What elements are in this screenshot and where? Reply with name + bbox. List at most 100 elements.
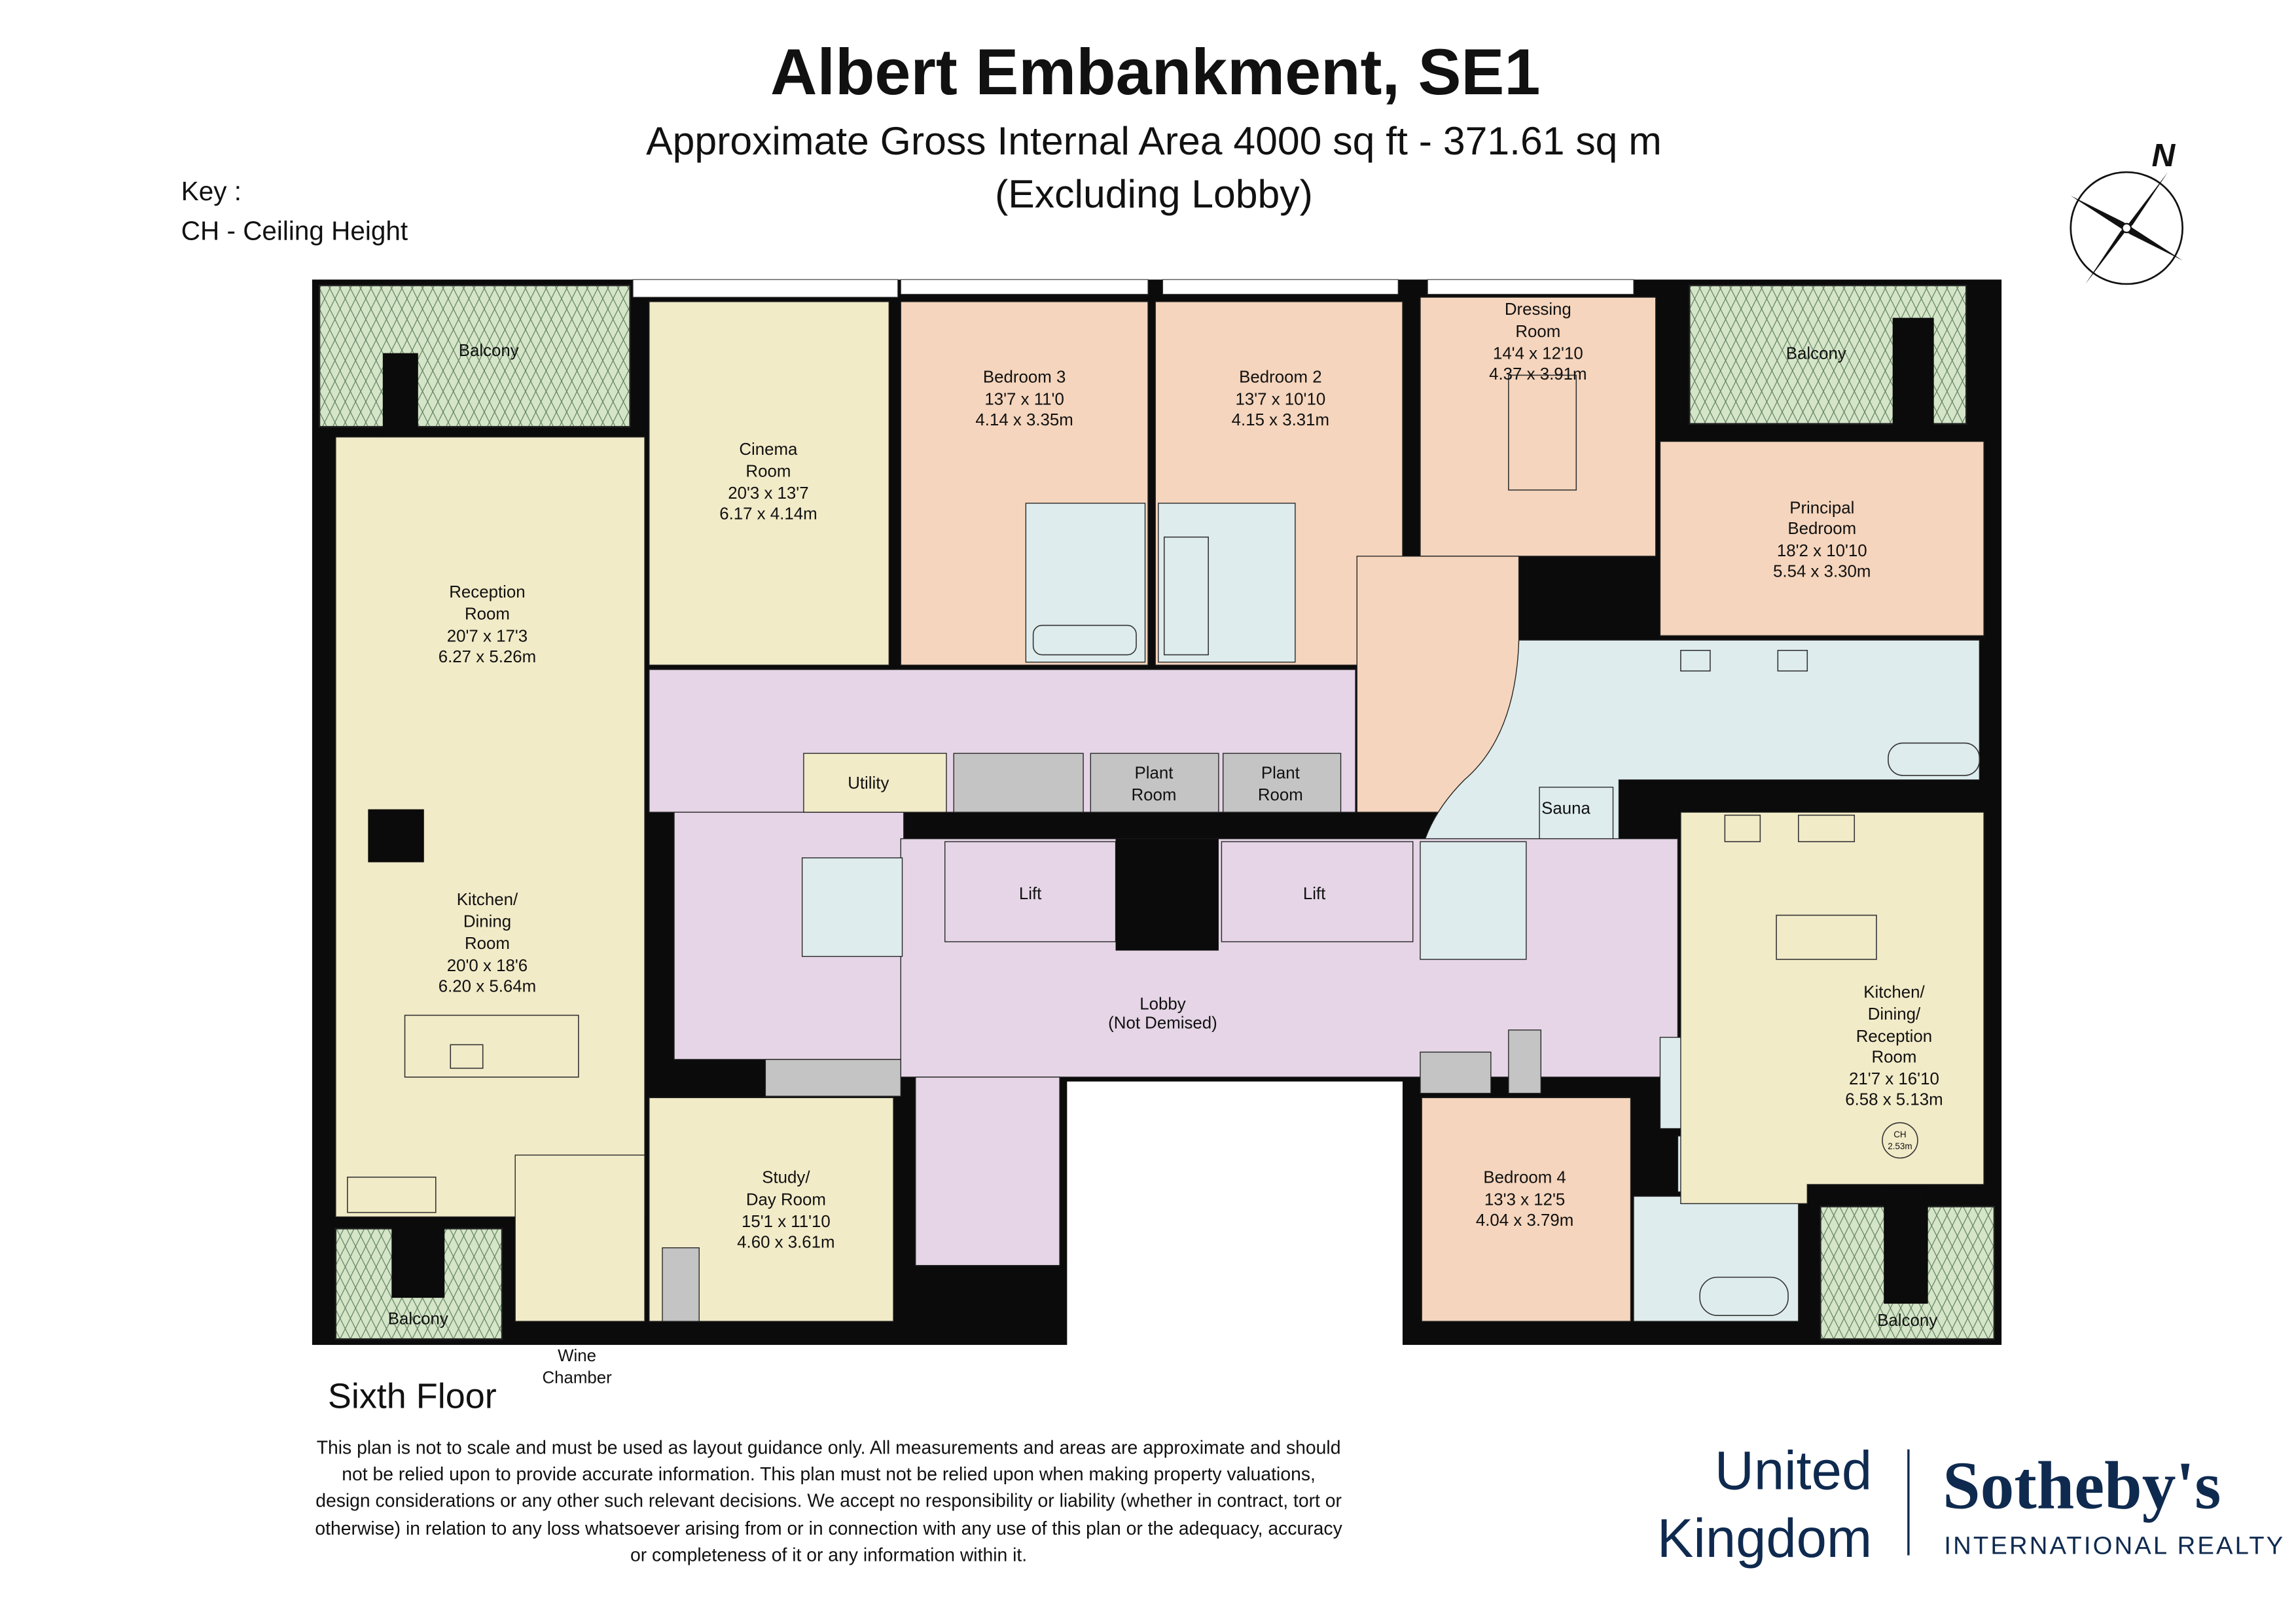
bedroom-4-metric: 4.04 x 3.79m xyxy=(1476,1211,1573,1230)
plant-room-1 xyxy=(1090,753,1219,813)
reception-room-imperial: 20'7 x 17'3 xyxy=(447,627,528,645)
balcony-top-right-label: Balcony xyxy=(1786,345,1846,363)
compass-rose-icon xyxy=(2070,171,2183,285)
store-cupboard-2 xyxy=(1420,1051,1492,1094)
kitchen-left-metric: 6.20 x 5.64m xyxy=(439,977,536,995)
bedroom-2-ensuite xyxy=(1158,503,1296,663)
cinema-room-metric: 6.17 x 4.14m xyxy=(719,505,817,524)
lift-1-label: Lift xyxy=(1019,885,1041,903)
ceiling-height-value: 2.53m xyxy=(1888,1141,1912,1151)
wine-chamber-label: Wine xyxy=(558,1347,596,1365)
kitchen-dining-reception-right xyxy=(1680,812,1984,1204)
store-cupboard-3 xyxy=(1508,1029,1542,1094)
kitchen-left-name-3: Room xyxy=(465,935,510,953)
storage-cupboard xyxy=(953,753,1084,813)
reception-room-metric: 6.27 x 5.26m xyxy=(439,648,536,666)
kitchen-right-name-3: Reception xyxy=(1856,1027,1932,1046)
principal-bedroom-metric: 5.54 x 3.30m xyxy=(1773,562,1871,580)
sauna-label: Sauna xyxy=(1541,799,1590,817)
dressing-room-name-2: Room xyxy=(1515,323,1560,341)
bedroom-2-metric: 4.15 x 3.31m xyxy=(1232,411,1329,429)
floor-label: Sixth Floor xyxy=(328,1377,497,1416)
disclaimer-line: not be relied upon to provide accurate i… xyxy=(342,1464,1316,1485)
courtyard-void xyxy=(1067,1081,1403,1347)
bedroom-2-imperial: 13'7 x 10'10 xyxy=(1235,390,1325,408)
key-label: Key : xyxy=(181,176,242,206)
bedroom-4-imperial: 13'3 x 12'5 xyxy=(1484,1190,1565,1209)
kitchen-left-imperial: 20'0 x 18'6 xyxy=(447,957,528,975)
wine-chamber-label-2: Chamber xyxy=(542,1369,612,1387)
cinema-room-name-2: Room xyxy=(745,462,791,480)
balcony-top-left xyxy=(319,285,631,428)
kitchen-right-imperial: 21'7 x 16'10 xyxy=(1849,1070,1939,1088)
family-bathroom xyxy=(1633,1196,1799,1322)
bedroom-3-ensuite xyxy=(1025,503,1146,663)
kitchen-right-name-2: Dining/ xyxy=(1868,1005,1921,1024)
study-imperial: 15'1 x 11'10 xyxy=(742,1213,831,1231)
cinema-room-imperial: 20'3 x 13'7 xyxy=(728,484,808,503)
dressing-room-imperial: 14'4 x 12'10 xyxy=(1493,345,1583,363)
plan-subtitle: Approximate Gross Internal Area 4000 sq … xyxy=(646,118,1662,163)
key-ceiling-height: CH - Ceiling Height xyxy=(181,215,408,245)
principal-bedroom-name-2: Bedroom xyxy=(1787,520,1856,538)
principal-bedroom-imperial: 18'2 x 10'10 xyxy=(1777,542,1867,560)
study-name: Study/ xyxy=(762,1169,810,1187)
plan-title: Albert Embankment, SE1 xyxy=(770,35,1540,108)
balcony-top-left-label: Balcony xyxy=(459,342,519,360)
plant-room-1-label: Plant xyxy=(1135,764,1174,782)
wine-chamber xyxy=(514,1154,645,1322)
kitchen-right-name-4: Room xyxy=(1871,1048,1916,1066)
disclaimer-line: design considerations or any other such … xyxy=(315,1490,1342,1511)
dressing-room-metric: 4.37 x 3.91m xyxy=(1489,365,1587,383)
kitchen-left-name: Kitchen/ xyxy=(457,891,518,909)
store-cupboard xyxy=(764,1059,901,1097)
bedroom-3-name: Bedroom 3 xyxy=(983,368,1066,387)
plant-room-1-label-2: Room xyxy=(1132,786,1177,804)
balcony-bottom-left-label: Balcony xyxy=(388,1310,448,1329)
study-name-2: Day Room xyxy=(746,1190,826,1209)
lift-2-label: Lift xyxy=(1303,885,1325,903)
compass-north-label: N xyxy=(2152,137,2176,173)
shower-room xyxy=(1420,841,1527,960)
lift-1[interactable] xyxy=(944,841,1117,942)
ceiling-height-badge: CH 2.53m xyxy=(1882,1122,1918,1159)
lobby-stem xyxy=(915,1077,1060,1266)
bedroom-4 xyxy=(1421,1097,1632,1322)
bedroom-4-name: Bedroom 4 xyxy=(1483,1169,1566,1187)
disclaimer-line: otherwise) in relation to any loss whats… xyxy=(315,1518,1342,1539)
plan-subtitle-2: (Excluding Lobby) xyxy=(995,171,1313,216)
lobby-note: (Not Demised) xyxy=(1108,1014,1217,1033)
reception-room-name-2: Room xyxy=(465,605,510,624)
bedroom-3-imperial: 13'7 x 11'0 xyxy=(984,390,1064,408)
bedroom-3-metric: 4.14 x 3.35m xyxy=(975,411,1073,429)
disclaimer-line: or completeness of it or any information… xyxy=(630,1545,1027,1566)
reception-room-name: Reception xyxy=(449,583,525,601)
cinema-room-name: Cinema xyxy=(739,440,798,459)
cinema-room xyxy=(649,301,889,666)
bedroom-2-name: Bedroom 2 xyxy=(1239,368,1321,387)
utility-label: Utility xyxy=(848,774,889,793)
disclaimer: This plan is not to scale and must be us… xyxy=(315,1437,1342,1565)
plant-room-2-label-2: Room xyxy=(1258,786,1303,804)
kitchen-left-name-2: Dining xyxy=(463,913,511,931)
lift-2[interactable] xyxy=(1221,841,1414,942)
logo-region-2: Kingdom xyxy=(1657,1508,1872,1569)
plant-room-2 xyxy=(1222,753,1342,813)
lobby-label: Lobby xyxy=(1139,995,1185,1013)
study-metric: 4.60 x 3.61m xyxy=(737,1234,834,1252)
disclaimer-line: This plan is not to scale and must be us… xyxy=(317,1437,1341,1458)
logo-brand: Sotheby's xyxy=(1943,1449,2221,1524)
guest-wc xyxy=(801,857,903,957)
dressing-room xyxy=(1420,296,1657,557)
sothebys-logo: United Kingdom Sotheby's INTERNATIONAL R… xyxy=(1657,1440,2285,1569)
principal-bedroom-name: Principal xyxy=(1789,499,1854,518)
logo-tagline: INTERNATIONAL REALTY xyxy=(1944,1531,2285,1560)
kitchen-right-metric: 6.58 x 5.13m xyxy=(1845,1091,1943,1109)
kitchen-right-name: Kitchen/ xyxy=(1863,983,1925,1001)
ceiling-height-label: CH xyxy=(1893,1130,1906,1139)
principal-bedroom xyxy=(1659,440,1984,636)
balcony-bottom-right-label: Balcony xyxy=(1877,1311,1937,1330)
dressing-room-name: Dressing xyxy=(1505,300,1571,319)
utility-room xyxy=(803,753,947,813)
